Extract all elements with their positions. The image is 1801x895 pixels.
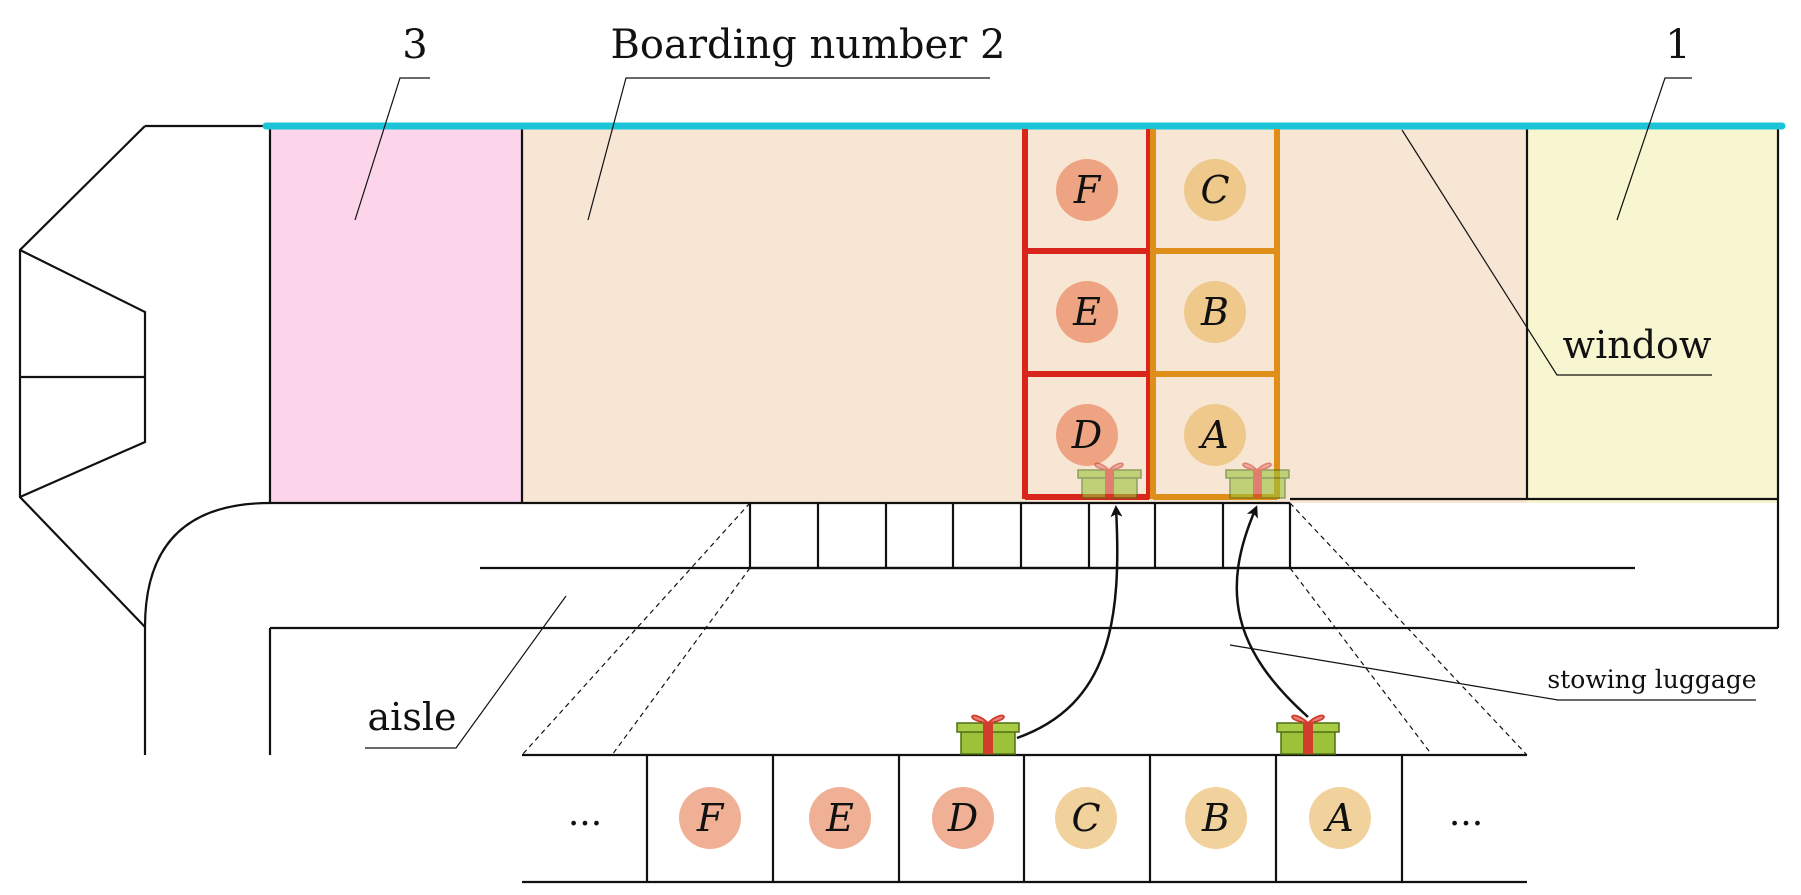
stow-arrow-right [1235,505,1309,718]
svg-text:C: C [1200,168,1229,212]
svg-text:D: D [1071,413,1102,457]
svg-text:C: C [1071,796,1100,840]
left-seat-frame [1022,129,1152,500]
queue-luggage-a-icon [1276,714,1340,755]
svg-text:E: E [825,796,854,840]
queue-ellipsis-right: ... [1449,793,1483,834]
aircraft-nose [18,125,271,755]
zone-3-area [270,126,522,503]
queue-luggage-d-icon [956,714,1020,755]
seated-passenger-c: C [1184,159,1246,221]
queue-passenger-e: E [809,787,871,849]
svg-text:F: F [696,796,725,840]
seated-passenger-e: E [1056,281,1118,343]
zone-3-label: 3 [402,22,427,68]
queue-passenger-f: F [679,787,741,849]
svg-text:A: A [1198,413,1228,457]
stow-arrow-left [1016,505,1123,740]
svg-text:E: E [1072,290,1101,334]
svg-text:B: B [1201,796,1230,840]
queue-passenger-b: B [1185,787,1247,849]
zone-2-label: Boarding number 2 [611,22,1006,68]
zoom-guide-lines [521,502,1528,756]
seated-passenger-f: F [1056,159,1118,221]
window-label: window [1563,323,1712,367]
seated-passenger-d: D [1056,404,1118,466]
zone-1-label: 1 [1665,22,1690,68]
queue-passenger-d: D [932,787,994,849]
queue-passenger-a: A [1309,787,1371,849]
cabin-outline [145,124,1780,755]
stowed-luggage-right-icon [1225,462,1290,499]
seated-passenger-b: B [1184,281,1246,343]
aisle-label: aisle [368,695,457,739]
zone-1-area [1527,126,1778,503]
svg-text:F: F [1073,168,1102,212]
svg-text:D: D [947,796,978,840]
queue-passenger-c: C [1055,787,1117,849]
callout-lines [354,77,1756,749]
seated-passenger-a: A [1184,404,1246,466]
queue-ellipsis-left: ... [568,793,602,834]
aisle-slots [748,501,1292,570]
svg-text:B: B [1200,290,1229,334]
svg-text:A: A [1323,796,1353,840]
stowed-luggage-left-icon [1077,462,1142,499]
stowing-luggage-label: stowing luggage [1547,665,1756,694]
queue-strip [522,753,1527,884]
